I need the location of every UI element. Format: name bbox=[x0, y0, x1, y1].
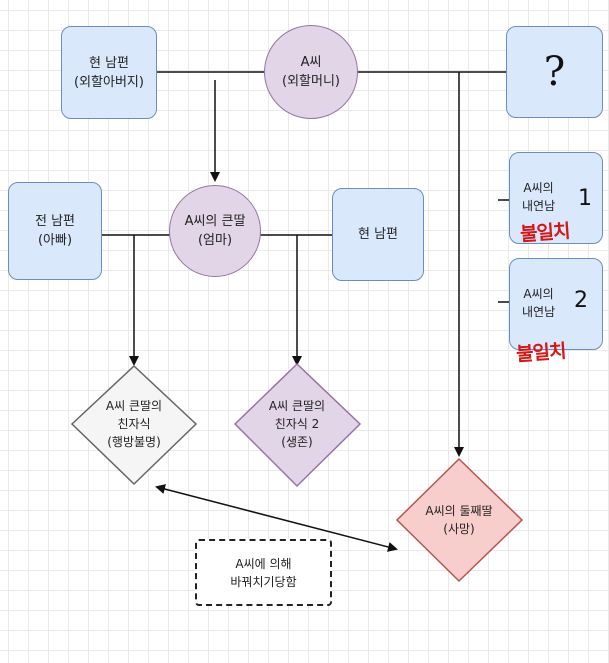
lover1-node: A씨의 내연남 bbox=[509, 152, 603, 244]
second-daughter-diamond bbox=[395, 457, 524, 583]
swap-double-arrow bbox=[155, 484, 398, 552]
eldest-daughter-node: A씨의 큰딸 (엄마) bbox=[169, 185, 261, 277]
second-daughter-label: A씨의 둘째딸 (사망) bbox=[425, 504, 493, 536]
unknown-person-node: ? bbox=[506, 26, 603, 118]
bio-child1-label: A씨 큰딸의 친자식 (행방불명) bbox=[105, 399, 163, 449]
ex-husband-node: 전 남편 (아빠) bbox=[8, 182, 102, 280]
lover2-label: A씨의 내연남 bbox=[522, 287, 556, 319]
lover2-number: 2 bbox=[574, 288, 588, 313]
lover1-mismatch-note: 불일치 bbox=[519, 220, 571, 246]
current-husband-grandfather-node: 현 남편 (외할아버지) bbox=[61, 26, 157, 119]
person-a-grandmother-node: A씨 (외할머니) bbox=[264, 25, 358, 119]
lover2-node: A씨의 내연남 bbox=[509, 258, 603, 350]
swap-note: A씨에 의해 바꿔치기당함 bbox=[195, 539, 332, 606]
lover2-mismatch-note: 불일치 bbox=[515, 340, 567, 366]
lover1-number: 1 bbox=[578, 186, 592, 211]
current-husband-mid-node: 현 남편 bbox=[332, 188, 424, 281]
bio-child2-diamond bbox=[233, 362, 362, 488]
lover1-label: A씨의 내연남 bbox=[522, 181, 556, 213]
question-mark-label: ? bbox=[543, 48, 566, 95]
bio-child1-diamond bbox=[70, 364, 198, 486]
bio-child2-label: A씨 큰딸의 친자식 2 (생존) bbox=[268, 399, 326, 449]
